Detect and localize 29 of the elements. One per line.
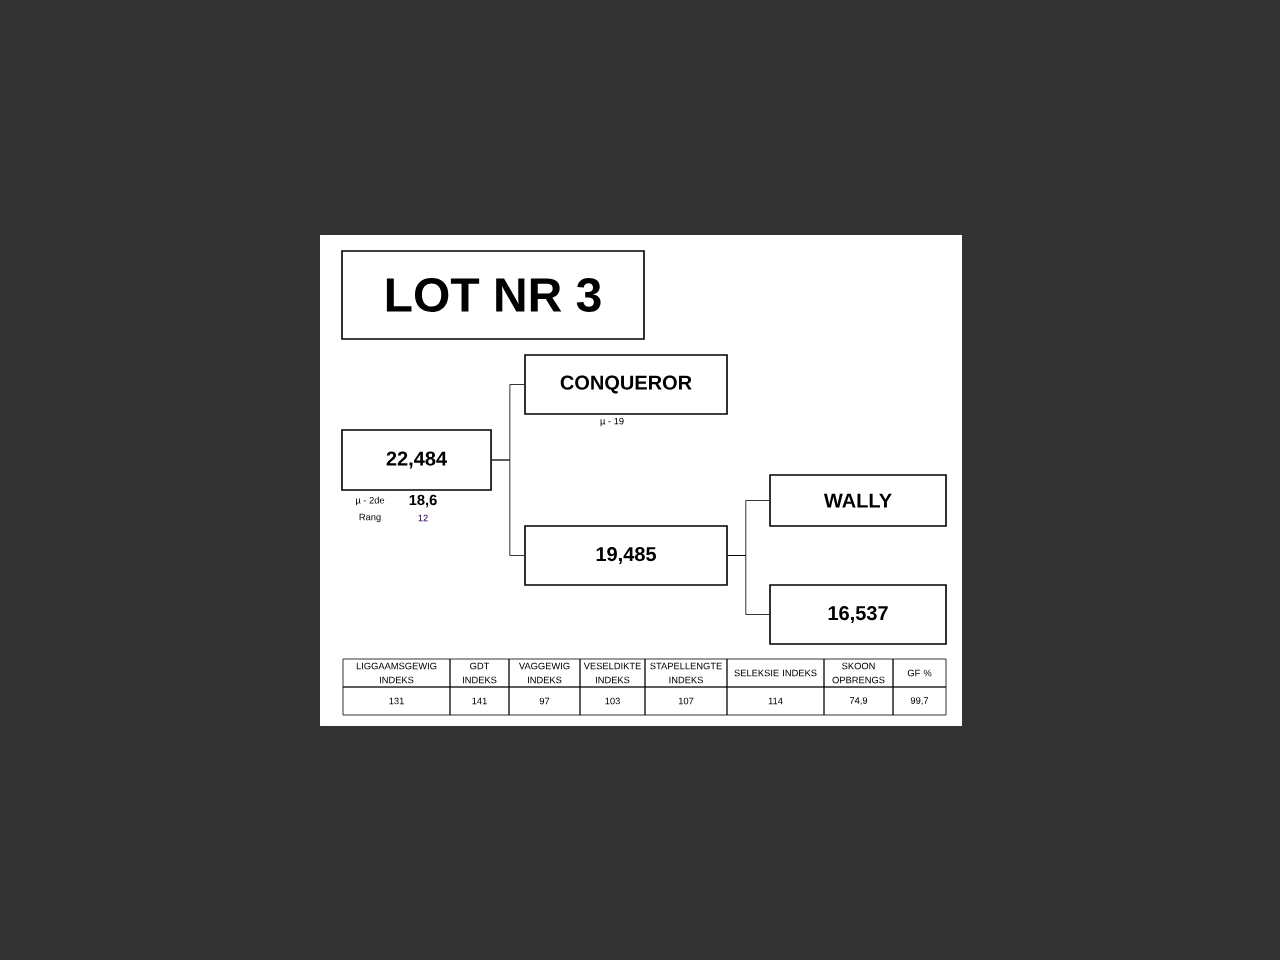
node-note: 18,6: [409, 494, 437, 508]
table-cell: 103: [579, 686, 646, 716]
pedigree-box: CONQUEROR: [524, 354, 728, 415]
table-cell: 74,9: [823, 686, 894, 716]
pedigree-box: 19,485: [524, 525, 728, 586]
table-cell: 141: [449, 686, 510, 716]
table-cell: 99,7: [892, 686, 947, 716]
node-note: Rang: [359, 513, 381, 523]
connector-line: [727, 555, 770, 615]
table-cell: SELEKSIE INDEKS: [726, 658, 825, 688]
table-cell: VAGGEWIG INDEKS: [508, 658, 581, 688]
table-cell: 97: [508, 686, 581, 716]
pedigree-box: 22,484: [341, 429, 492, 491]
table-cell: 114: [726, 686, 825, 716]
table-cell: SKOON OPBRENGS: [823, 658, 894, 688]
table-cell: 131: [342, 686, 451, 716]
title-box: LOT NR 3: [341, 250, 645, 340]
node-note: µ - 2de: [356, 496, 385, 506]
table-cell: STAPELLENGTE INDEKS: [644, 658, 728, 688]
node-note: 12: [418, 514, 428, 522]
table-cell: VESELDIKTE INDEKS: [579, 658, 646, 688]
table-cell: GDT INDEKS: [449, 658, 510, 688]
node-note: µ - 19: [600, 417, 624, 427]
table-cell: GF %: [892, 658, 947, 688]
pedigree-box: WALLY: [769, 474, 947, 527]
table-cell: 107: [644, 686, 728, 716]
pedigree-box: 16,537: [769, 584, 947, 645]
connector-line: [491, 459, 525, 556]
table-cell: LIGGAAMSGEWIG INDEKS: [342, 658, 451, 688]
